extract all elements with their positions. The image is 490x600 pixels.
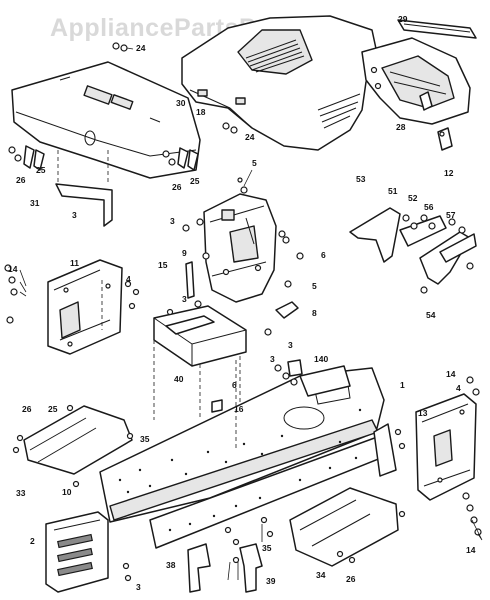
grille-part (361, 37, 471, 125)
callout-14-b: 14 (446, 369, 456, 379)
callout-13: 13 (418, 408, 428, 418)
callout-25-c: 25 (48, 404, 58, 414)
callout-24-a: 24 (136, 43, 146, 53)
callout-30: 30 (176, 98, 186, 108)
callout-14-a: 14 (8, 264, 18, 274)
callout-35-b: 35 (262, 543, 272, 553)
callout-11: 11 (70, 258, 79, 268)
callout-12: 12 (444, 168, 454, 178)
callout-15: 15 (158, 260, 168, 270)
left-side-panel-part (47, 259, 123, 355)
callout-2: 2 (30, 536, 35, 546)
callout-5-b: 5 (312, 281, 317, 291)
hardware-group-14-right (462, 376, 483, 541)
callout-3-c: 3 (182, 294, 187, 304)
callout-26-c: 26 (22, 404, 32, 414)
hardware-group-26-right-floor (336, 510, 406, 564)
callout-25-a: 25 (36, 165, 46, 175)
callout-54: 54 (426, 310, 436, 320)
hardware-group-26-left-floor (12, 404, 134, 488)
callout-56: 56 (424, 202, 434, 212)
headlight-strip-part (397, 19, 477, 39)
callout-26-b: 26 (172, 182, 182, 192)
callout-8: 8 (312, 308, 317, 318)
battery-tray-part (153, 305, 247, 420)
hood-latch-part (437, 127, 453, 151)
callout-29: 29 (398, 14, 408, 24)
battery-bolts-3 (166, 224, 272, 413)
front-bumper-part (45, 511, 132, 593)
callout-51: 51 (388, 186, 398, 196)
callout-39: 39 (266, 576, 276, 586)
callout-5-a: 5 (252, 158, 257, 168)
callout-26-a: 26 (16, 175, 26, 185)
callout-3-e: 3 (288, 340, 293, 350)
seat-fender-part (11, 61, 201, 179)
callout-3-b: 3 (170, 216, 175, 226)
rear-bracket-part (373, 423, 406, 477)
callout-6-b: 6 (232, 380, 237, 390)
callout-4-a: 4 (126, 274, 131, 284)
callout-9: 9 (182, 248, 187, 258)
callout-35-a: 35 (140, 434, 150, 444)
right-side-panel-part (415, 393, 477, 501)
key-switch-part-15 (185, 261, 195, 299)
callout-6-a: 6 (321, 250, 326, 260)
callout-14-c: 14 (466, 545, 476, 555)
clip-part-8 (275, 301, 299, 319)
left-floor-plate-part (23, 405, 133, 475)
callout-1: 1 (400, 380, 405, 390)
callout-labels: 1 2 3 3 3 3 3 3 4 4 5 5 6 6 8 9 10 11 12… (8, 14, 476, 592)
callout-31: 31 (30, 198, 40, 208)
callout-33: 33 (16, 488, 26, 498)
steering-bracket-group (349, 207, 477, 294)
lower-bracket-39-part (239, 543, 263, 593)
hardware-group-26-25-left (8, 145, 45, 171)
callout-18: 18 (196, 107, 206, 117)
hardware-group-24-lower (222, 122, 238, 134)
callout-28: 28 (396, 122, 406, 132)
lower-bracket-38-part (187, 543, 211, 593)
callout-3-a: 3 (72, 210, 77, 220)
main-frame-part (99, 360, 387, 549)
frame-bolts-3-140 (274, 359, 303, 386)
callout-40: 40 (174, 374, 184, 384)
dash-bolts-5-6 (196, 169, 304, 288)
hood-part (181, 15, 379, 151)
callout-34: 34 (316, 570, 326, 580)
callout-26-d: 26 (346, 574, 356, 584)
callout-53: 53 (356, 174, 366, 184)
mount-bracket-31 (55, 150, 113, 227)
hardware-group-26-25-mid (162, 147, 199, 171)
callout-4-b: 4 (456, 383, 461, 393)
right-floor-plate-part (289, 487, 399, 567)
hardware-group-14-left (4, 264, 27, 324)
callout-52: 52 (408, 193, 418, 203)
dash-panel-part (203, 193, 277, 303)
callout-10: 10 (62, 487, 72, 497)
hardware-group-14-4-mid (124, 280, 140, 310)
callout-3-f: 3 (136, 582, 141, 592)
callout-3-d: 3 (270, 354, 275, 364)
callout-24-b: 24 (245, 132, 255, 142)
callout-25-b: 25 (190, 176, 200, 186)
callout-57: 57 (446, 210, 456, 220)
callout-16: 16 (234, 404, 244, 414)
hardware-group-24-top (112, 42, 134, 52)
hardware-group-35-3-lower (224, 516, 274, 581)
callout-38: 38 (166, 560, 176, 570)
callout-140: 140 (314, 354, 328, 364)
